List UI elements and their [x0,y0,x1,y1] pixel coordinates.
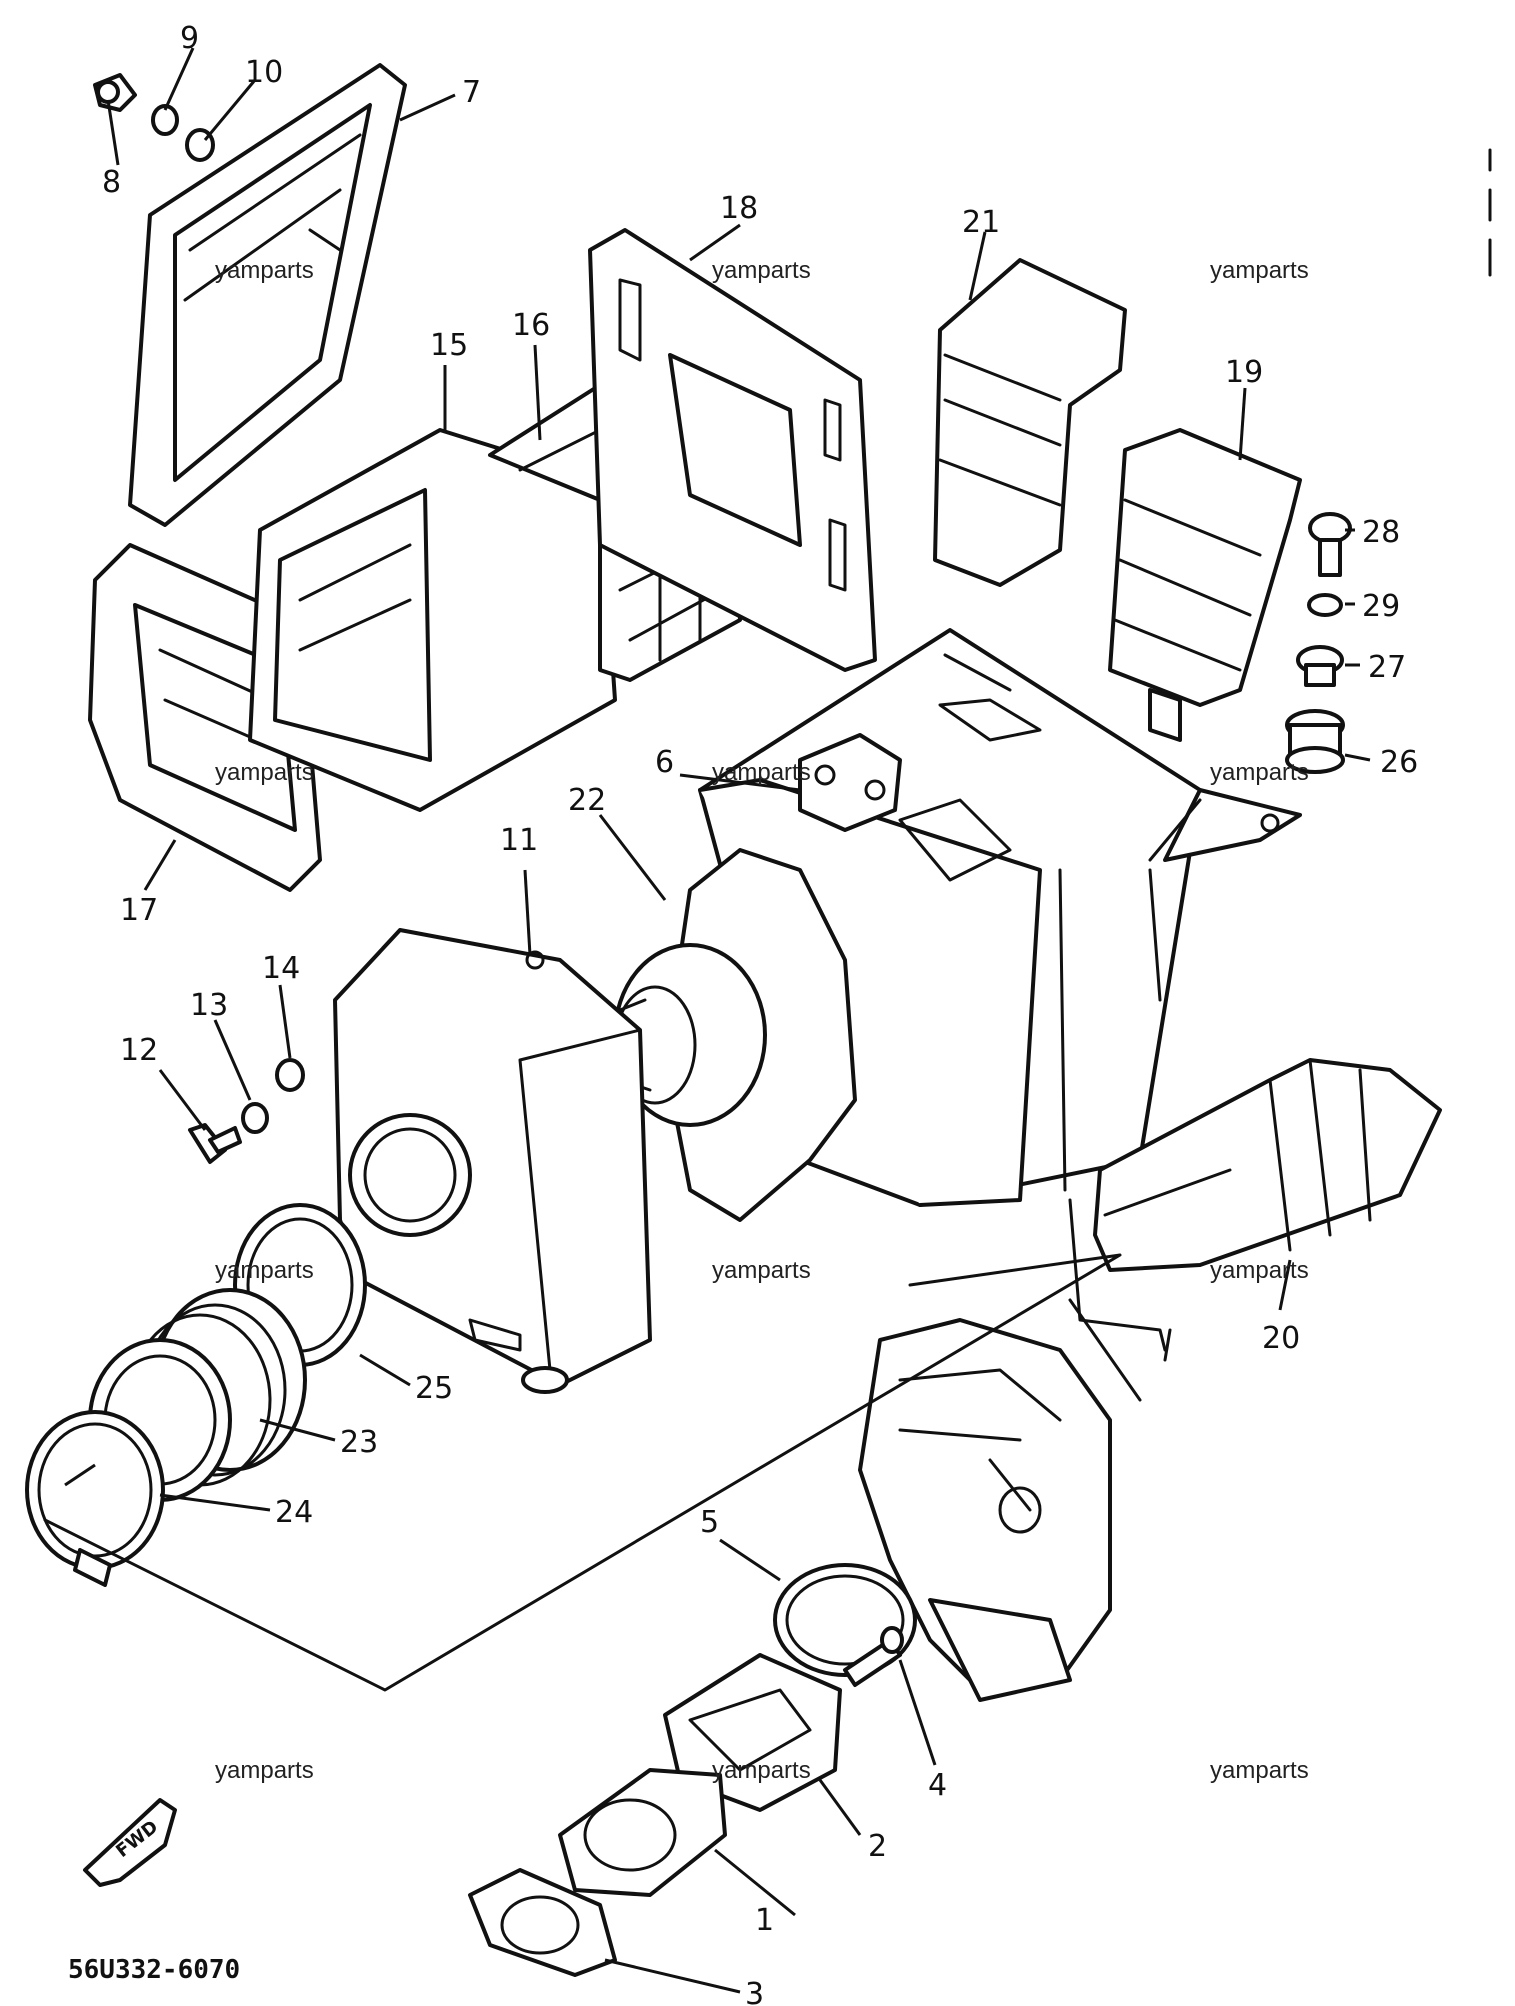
part-2-clamp [663,1653,842,1812]
callout-18: 18 [720,191,758,226]
callout-15: 15 [430,328,468,363]
callout-11: 11 [500,823,538,858]
callout-12: 12 [120,1033,158,1068]
part-4-bolt [843,1626,904,1687]
callout-9: 9 [180,21,199,56]
callout-4: 4 [928,1768,947,1803]
assembly-guide-lines [43,1198,1172,1692]
part-14-washer [275,1058,305,1092]
part-26-grommet [1285,709,1345,774]
watermark-3: yamparts [1210,257,1309,284]
part-3-gasket [468,1868,617,1977]
watermark-7: yamparts [215,1257,314,1284]
callout-26: 26 [1380,745,1418,780]
callout-17: 17 [120,893,158,928]
callout-24: 24 [275,1495,313,1530]
callout-8: 8 [102,165,121,200]
part-29-washer [1307,593,1343,617]
callout-25: 25 [415,1371,453,1406]
watermark-6: yamparts [1210,759,1309,786]
part-11-front-cover [333,928,652,1394]
callout-27: 27 [1368,650,1406,685]
callout-6: 6 [655,745,674,780]
callout-1: 1 [755,1903,774,1938]
callout-16: 16 [512,308,550,343]
callout-28: 28 [1362,515,1400,550]
front-direction-arrow: FWD [83,1798,177,1887]
part-1-carburetor-joint [558,1768,727,1897]
part-21-intake-duct [933,258,1127,587]
part-22-air-joint [613,848,857,1222]
watermark-10: yamparts [215,1757,314,1784]
watermark-1: yamparts [215,257,314,284]
callout-29: 29 [1362,589,1400,624]
callout-2: 2 [868,1829,887,1864]
watermark-2: yamparts [712,257,811,284]
watermark-11: yamparts [712,1757,811,1784]
callout-21: 21 [962,205,1000,240]
part-18-element-plate [588,228,877,672]
part-9-washer [151,104,179,136]
callout-3: 3 [745,1977,764,2006]
part-15-filter-element [248,428,617,812]
watermarks: yamparts yamparts yamparts yamparts yamp… [215,257,1309,1784]
part-8-screw [93,73,137,112]
part-20-duct [1093,1058,1442,1272]
part-13-washer [241,1102,269,1134]
carburetor-assembly [858,1318,1112,1702]
part-12-bolt [188,1123,242,1164]
watermark-4: yamparts [215,759,314,786]
callout-14: 14 [262,951,300,986]
watermark-5: yamparts [712,759,811,786]
callout-labels: 1 2 3 4 5 6 7 8 9 10 11 12 13 14 15 16 1… [102,21,1418,2006]
part-23-intake-bellows [88,1288,307,1502]
watermark-12: yamparts [1210,1757,1309,1784]
callout-20: 20 [1262,1321,1300,1356]
callout-5: 5 [700,1505,719,1540]
callout-10: 10 [245,55,283,90]
callout-13: 13 [190,988,228,1023]
callout-19: 19 [1225,355,1263,390]
callout-7: 7 [462,75,481,110]
part-24-hose-clamp [25,1410,165,1587]
diagram-code: 56U332-6070 [68,1955,240,1985]
leader-lines [64,47,1371,1994]
part-28-bolt [1308,512,1352,577]
watermark-9: yamparts [1210,1257,1309,1284]
part-7-cover-frame [128,63,407,527]
part-27-collar [1296,645,1344,687]
part-19-duct [1108,428,1302,742]
watermark-8: yamparts [712,1257,811,1284]
callout-22: 22 [568,783,606,818]
callout-23: 23 [340,1425,378,1460]
part-6-bracket [798,733,902,832]
